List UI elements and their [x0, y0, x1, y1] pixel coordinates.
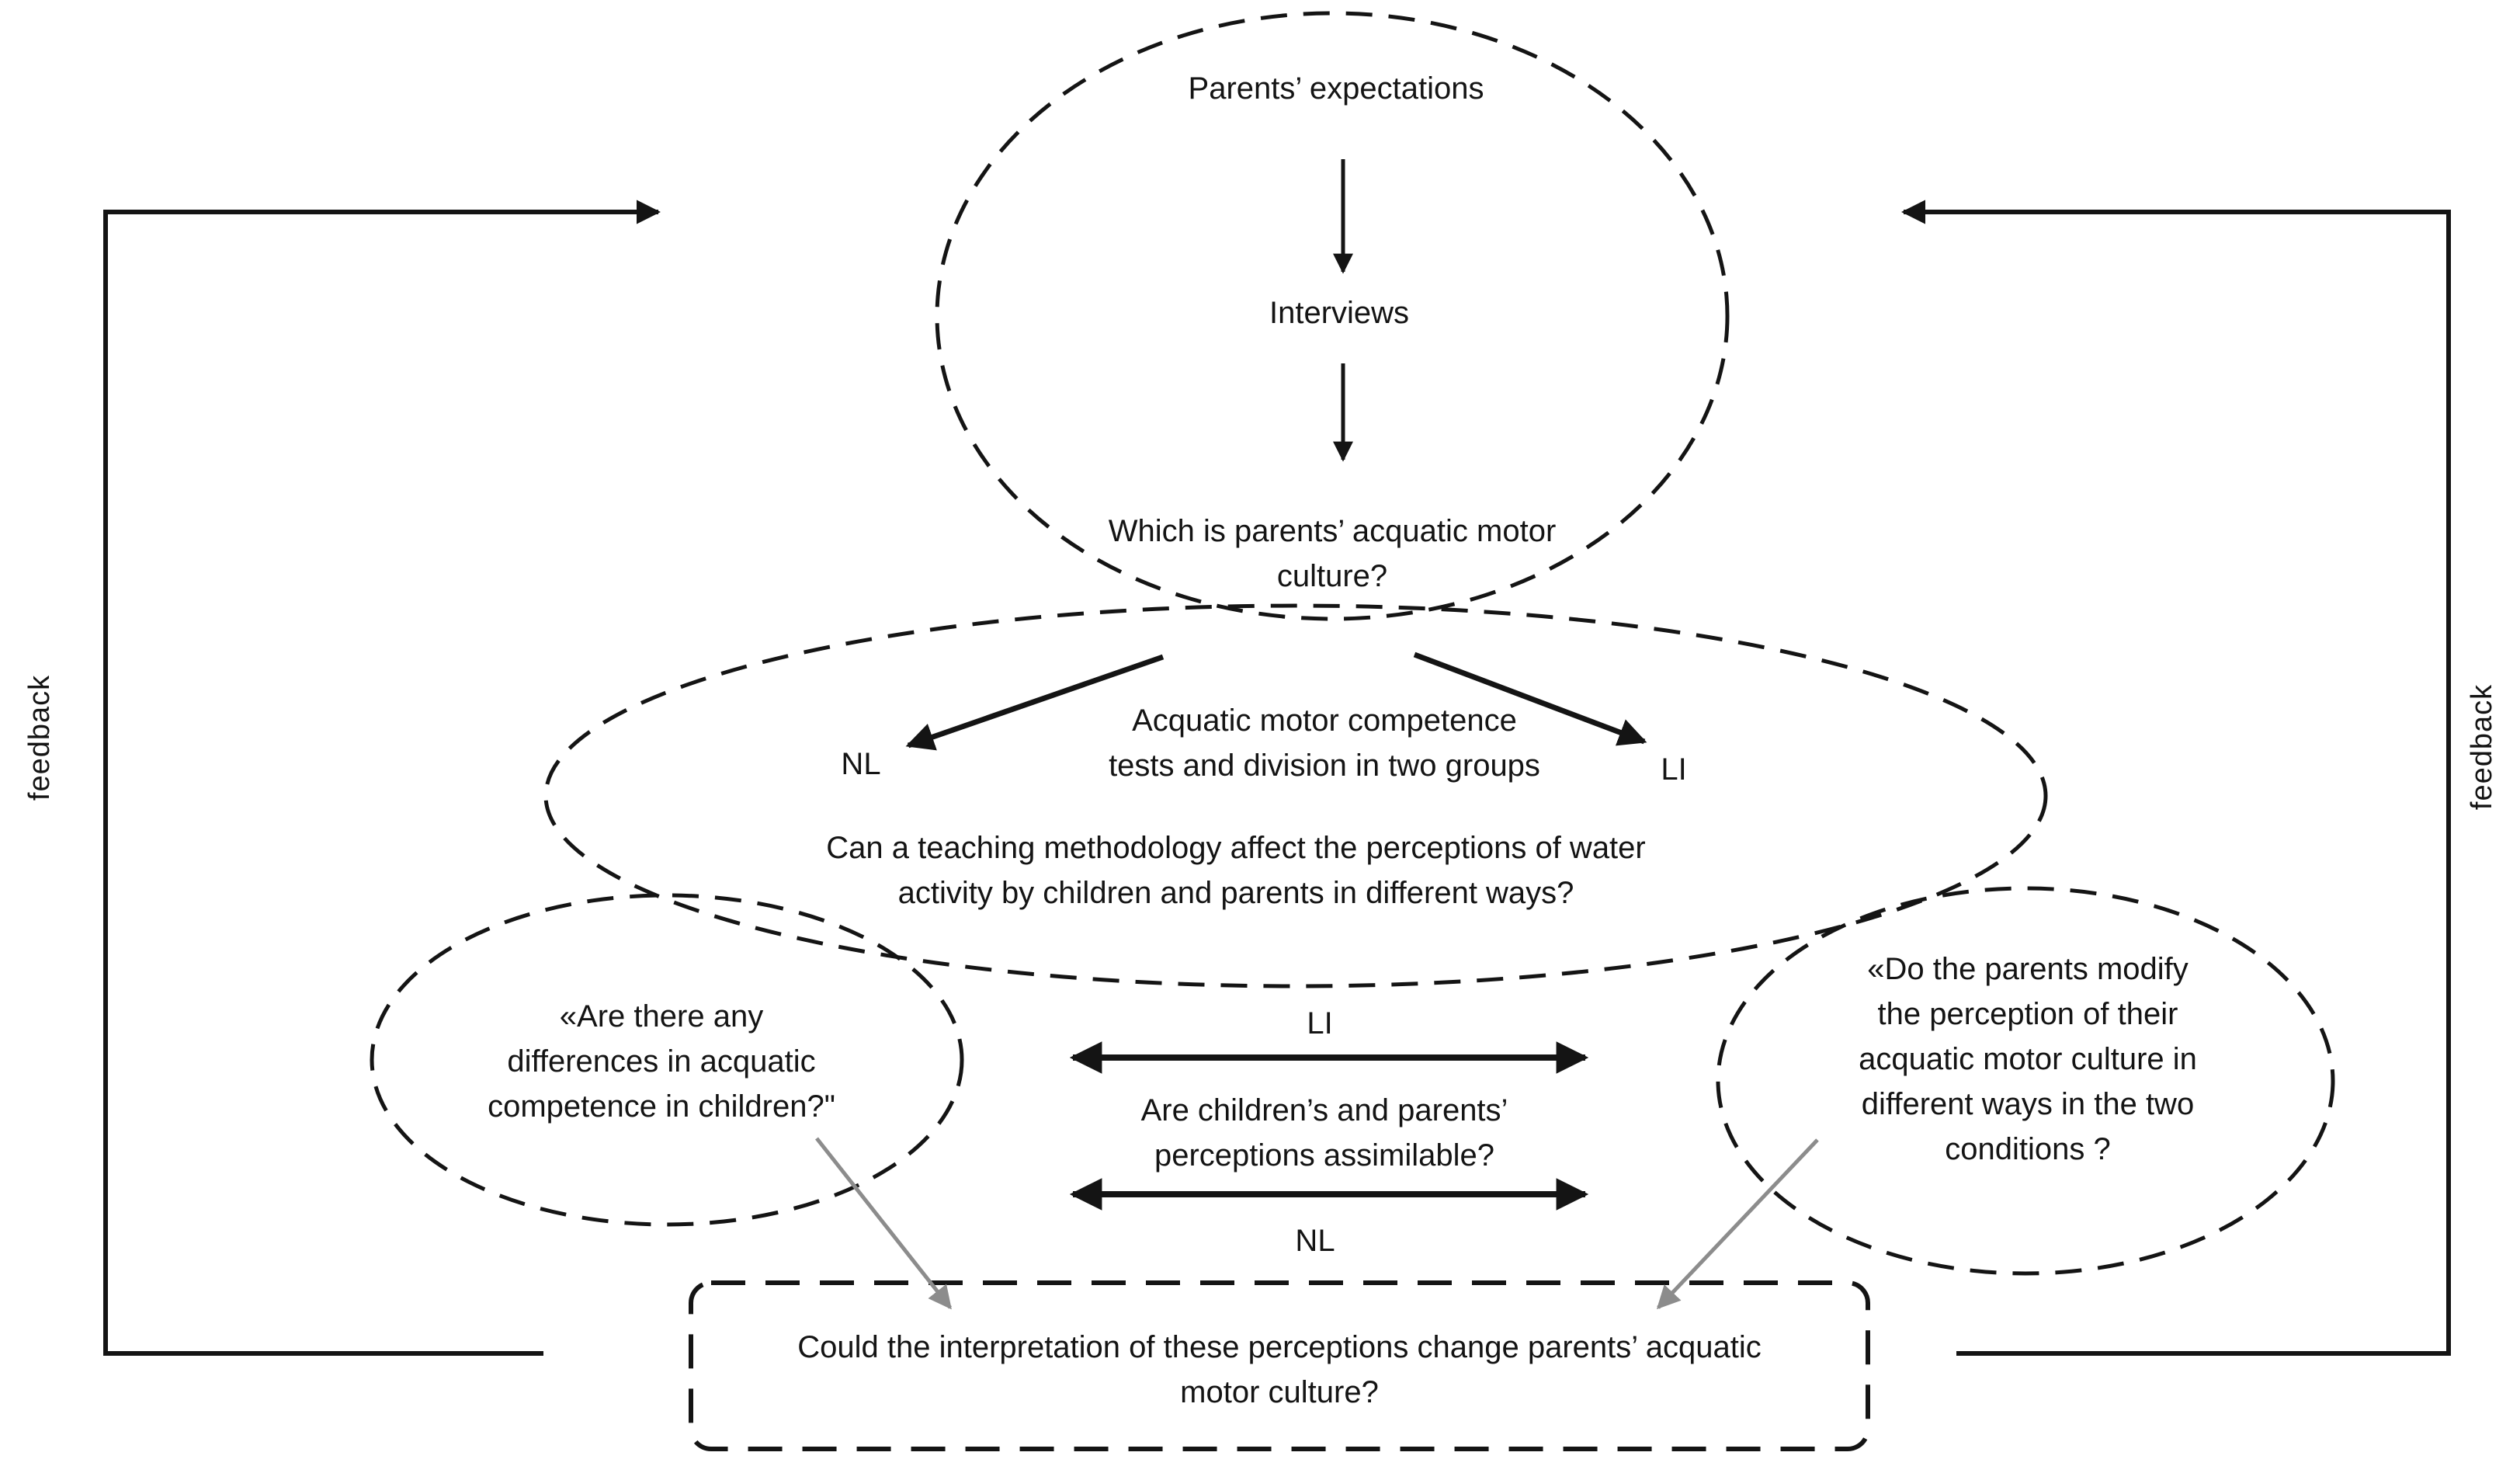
left-ellipse-question: «Are there any differences in acquatic c… — [488, 999, 835, 1124]
gray-arrow-left-to-box — [815, 1137, 952, 1310]
middle-ellipse-outline — [543, 603, 2048, 988]
arrow-split-to-nl — [905, 654, 1165, 751]
group-li-label: LI — [1661, 752, 1687, 787]
interviews-label: Interviews — [1269, 296, 1410, 330]
bottom-box-outline — [689, 1280, 1870, 1451]
comparison-li-label: LI — [1307, 1006, 1333, 1041]
arrow-split-to-li — [1413, 651, 1647, 746]
group-nl-label: NL — [841, 747, 881, 781]
feedback-loop-right-arrow — [1900, 200, 2451, 1356]
left-ellipse-outline — [370, 893, 964, 1227]
competence-tests-label: Acquatic motor competence tests and divi… — [1109, 704, 1540, 783]
assimilable-question: Are children’s and parents’ perceptions … — [1140, 1093, 1508, 1173]
bottom-box-question: Could the interpretation of these percep… — [797, 1330, 1762, 1409]
right-ellipse-question: «Do the parents modify the perception of… — [1859, 952, 2197, 1166]
teaching-methodology-question: Can a teaching methodology affect the pe… — [826, 831, 1646, 910]
top-ellipse-outline — [935, 11, 1730, 621]
feedback-loop-left-arrow — [103, 200, 661, 1356]
comparison-nl-label: NL — [1295, 1224, 1335, 1258]
parents-culture-question: Which is parents’ acquatic motor culture… — [1108, 514, 1557, 593]
gray-arrow-right-to-box — [1656, 1138, 1819, 1310]
right-ellipse-outline — [1716, 886, 2335, 1276]
feedback-label-right: feedback — [2466, 683, 2499, 811]
parents-expectations-label: Parents’ expectations — [1188, 71, 1484, 106]
feedback-label-left: feedback — [23, 674, 57, 801]
